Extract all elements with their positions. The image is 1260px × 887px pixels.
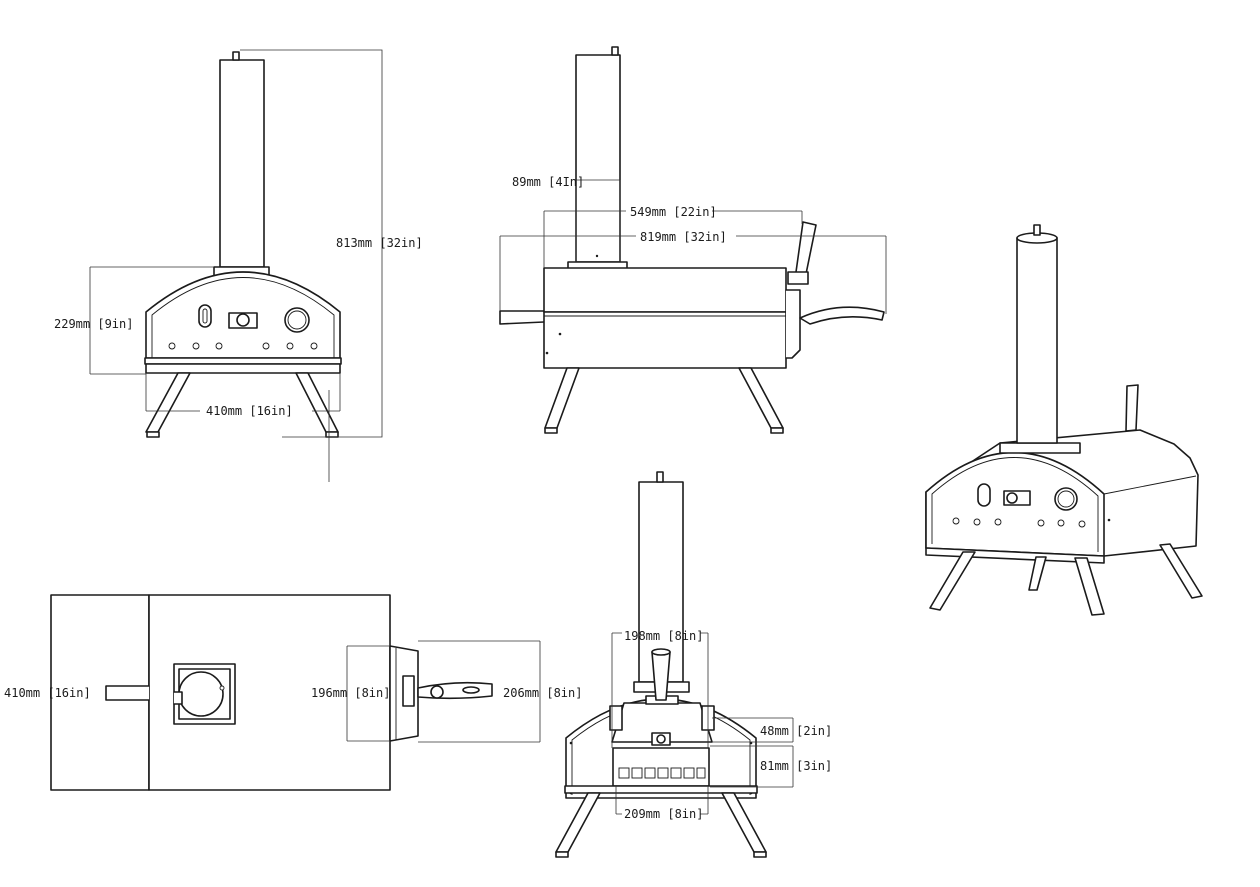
front-view: 813mm [32in] 229mm [9in] 410mm [16in] — [54, 49, 423, 482]
rear-view: 198mm [8in] 209mm [8in] 48mm [2in] 81mm … — [555, 471, 832, 858]
front-door-slot — [198, 304, 212, 328]
persp-chimney — [1016, 237, 1058, 444]
rear-vent-slots — [618, 767, 706, 779]
front-leg-right — [295, 372, 339, 433]
rear-lower-height-label: 81mm [3in] — [760, 759, 832, 773]
rear-door-brackets — [609, 705, 715, 731]
top-handle-outer-dim — [418, 640, 541, 743]
side-leg-right — [738, 367, 784, 429]
side-body-upper — [543, 267, 787, 313]
rear-lower-height-dim — [710, 745, 794, 788]
rear-top-width-dim — [611, 632, 709, 748]
top-depth-label: 410mm [16in] — [4, 686, 91, 700]
front-thermometer-inner — [287, 310, 307, 330]
rear-leg-right — [721, 792, 767, 853]
top-handle-outer-label: 206mm [8in] — [503, 686, 582, 700]
front-dome-inner — [151, 277, 335, 358]
front-leg-left — [145, 372, 191, 433]
side-body-length-label: 549mm [22in] — [630, 205, 717, 219]
rear-box-width-dim — [615, 786, 709, 815]
side-door-edge — [785, 289, 801, 359]
persp-chimney-handle — [1125, 384, 1139, 432]
persp-leg-back-right — [1159, 543, 1203, 599]
rear-base-tray — [564, 785, 758, 794]
rear-top-width-label: 198mm [8in] — [624, 629, 703, 643]
front-dome-dim-line — [89, 266, 214, 375]
front-width-dim-line — [145, 373, 341, 412]
side-chimney-dim-line — [575, 179, 621, 262]
rear-handle — [651, 651, 671, 701]
side-body-dim-line — [543, 210, 803, 268]
side-peel-front — [499, 310, 545, 325]
top-knob-bracket — [402, 675, 415, 707]
side-chimney — [575, 54, 621, 263]
front-foot-left — [146, 431, 160, 438]
perspective-view — [925, 224, 1203, 616]
side-body-lower — [543, 311, 787, 369]
top-chimney-opening — [178, 671, 224, 717]
rear-chimney-cap — [656, 471, 664, 483]
top-handle-inner-label: 196mm [8in] — [311, 686, 390, 700]
side-foot-right — [770, 427, 784, 434]
front-knob — [236, 313, 250, 327]
front-base-tray — [144, 357, 342, 365]
persp-chimney-cap — [1033, 224, 1041, 236]
persp-chimney-base — [999, 442, 1081, 454]
side-handle-clamp — [787, 271, 809, 285]
top-door-handle — [417, 681, 493, 700]
front-vent-holes — [168, 342, 318, 350]
front-dome-height-label: 229mm [9in] — [54, 317, 133, 331]
side-chimney-label: 89mm [4In] — [512, 175, 584, 189]
persp-leg-front-right — [1074, 557, 1105, 616]
front-base-frame — [145, 363, 341, 374]
side-foot-left — [544, 427, 558, 434]
top-handle-inner-dim — [346, 645, 390, 742]
side-view: 89mm [4In] 549mm [22in] 819mm [32in] — [499, 46, 887, 434]
side-door-handle — [799, 306, 885, 325]
persp-front-inner — [931, 457, 1099, 552]
rear-box-width-label: 209mm [8in] — [624, 807, 703, 821]
persp-leg-front-left — [929, 551, 976, 611]
side-overall-dim-line — [499, 235, 887, 314]
side-overall-length-label: 819mm [32in] — [640, 230, 727, 244]
front-chimney-cap — [232, 51, 240, 61]
side-chimney-cap — [611, 46, 619, 56]
side-leg-left — [544, 367, 580, 429]
front-door-slot-inner — [202, 308, 208, 324]
front-thermometer — [284, 307, 310, 333]
front-height-dim-line — [240, 49, 383, 438]
front-width-label: 410mm [16in] — [206, 404, 293, 418]
front-foot-right — [325, 431, 339, 438]
rear-leg-left — [555, 792, 601, 853]
top-view: 410mm [16in] 196mm [8in] 206mm [8in] — [4, 594, 582, 791]
side-chimney-handle — [795, 221, 817, 275]
persp-vent-holes — [952, 517, 1086, 528]
front-chimney — [219, 59, 265, 268]
persp-door-slot — [977, 483, 991, 507]
rear-vent-box — [612, 747, 710, 787]
rear-upper-height-label: 48mm [2in] — [760, 724, 832, 738]
persp-leg-back-left — [1028, 556, 1047, 591]
top-peel-handle — [105, 685, 150, 701]
rear-upper-height-dim — [712, 717, 794, 743]
front-height-label: 813mm [32in] — [336, 236, 423, 250]
